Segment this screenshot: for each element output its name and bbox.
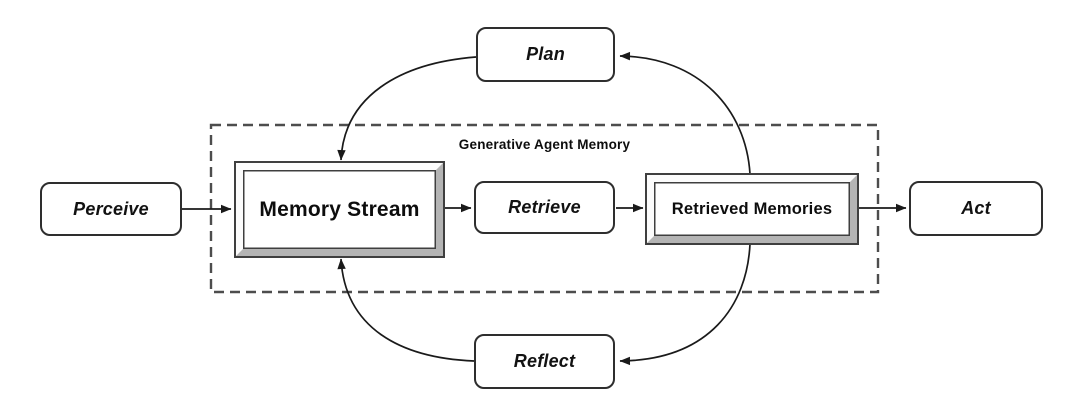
edge-retrieved-memories-to-plan bbox=[619, 51, 751, 175]
node-perceive-label: Perceive bbox=[73, 198, 149, 219]
node-retrieve-label: Retrieve bbox=[508, 197, 581, 217]
node-reflect-label: Reflect bbox=[513, 351, 576, 371]
memory-group-title: Generative Agent Memory bbox=[458, 137, 631, 152]
node-retrieve[interactable]: Retrieve bbox=[474, 181, 615, 234]
node-reflect[interactable]: Reflect bbox=[474, 334, 615, 389]
edge-plan-to-memory-stream bbox=[337, 56, 477, 161]
node-retrieved-memories-label: Retrieved Memories bbox=[671, 199, 833, 218]
node-plan[interactable]: Plan bbox=[476, 27, 615, 82]
node-act[interactable]: Act bbox=[909, 181, 1043, 236]
node-perceive[interactable]: Perceive bbox=[40, 182, 182, 236]
node-plan-label: Plan bbox=[526, 44, 565, 64]
node-memory-stream-label: Memory Stream bbox=[259, 197, 420, 221]
edge-reflect-to-memory-stream bbox=[337, 258, 475, 362]
node-act-label: Act bbox=[961, 198, 991, 218]
node-memory-stream[interactable]: Memory Stream bbox=[234, 161, 445, 258]
edge-retrieved-memories-to-reflect bbox=[619, 243, 751, 366]
node-retrieved-memories[interactable]: Retrieved Memories bbox=[645, 173, 859, 245]
